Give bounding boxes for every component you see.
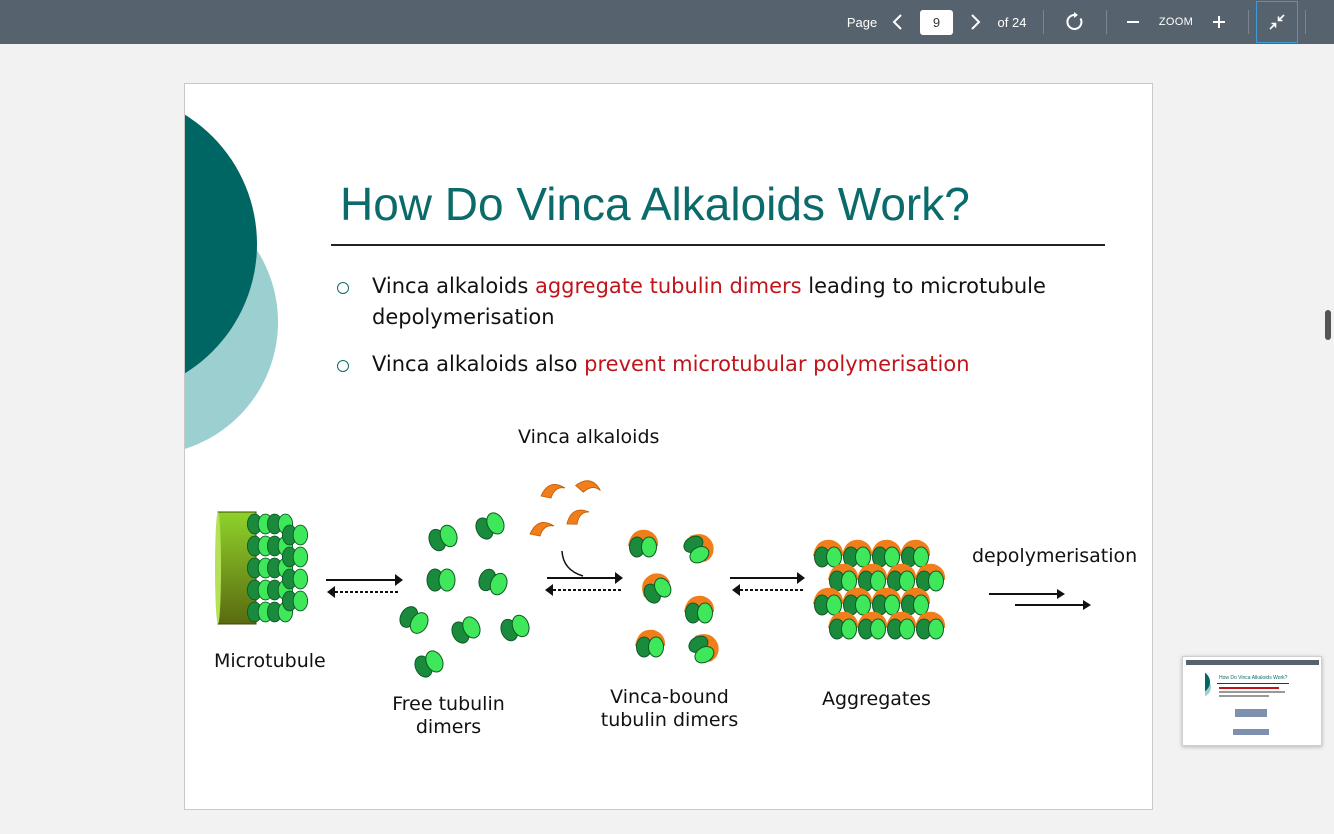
thumbnail-figure [1235,709,1267,717]
microtubule-illustration [215,512,308,624]
vinca-bound-label-line1: Vinca-bound [597,686,742,709]
page-label: Page [842,0,882,44]
vinca-bound-dimers [628,528,724,668]
zoom-out-button[interactable] [1121,0,1145,44]
thumbnail-circles [1205,669,1215,699]
bullet-1-text-start: Vinca alkaloids [372,274,535,298]
previous-page-button[interactable] [885,0,911,44]
depolymerisation-label: depolymerisation [972,545,1137,568]
bullet-2: Vinca alkaloids also prevent microtubula… [372,349,1092,380]
zoom-in-button[interactable] [1207,0,1231,44]
thumbnail-rule [1217,683,1289,684]
slide-title: How Do Vinca Alkaloids Work? [340,177,970,231]
vinca-bound-label: Vinca-bound tubulin dimers [597,686,742,732]
thumbnail-text-line [1219,687,1279,689]
bullet-marker [337,282,349,294]
free-dimers-label-line1: Free tubulin [391,693,506,716]
thumbnail-toolbar [1186,660,1319,665]
collapse-icon [1268,13,1286,31]
depolymerisation-arrows [989,589,1091,610]
bullet-2-text-start: Vinca alkaloids also [372,352,584,376]
bullet-marker [337,360,349,372]
slide-page: How Do Vinca Alkaloids Work? Vinca alkal… [184,83,1153,810]
free-dimers-label: Free tubulin dimers [391,693,506,739]
decorative-circles [185,84,305,484]
free-tubulin-dimers [396,510,532,680]
vinca-alkaloids-label: Vinca alkaloids [518,426,659,449]
thumbnail-title: How Do Vinca Alkaloids Work? [1219,675,1287,681]
vinca-bound-label-line2: tubulin dimers [597,709,742,732]
toolbar-divider [1106,10,1107,34]
next-page-button[interactable] [962,0,988,44]
thumbnail-text-line [1219,695,1269,697]
equilibrium-arrows-1 [326,574,403,598]
aggregates-label: Aggregates [822,688,931,711]
rotate-button[interactable] [1060,0,1090,44]
thumbnail-figure [1233,729,1269,735]
viewer-toolbar: Page of 24 ZOOM [0,0,1334,44]
toolbar-divider [1248,10,1249,34]
vinca-molecules [530,475,602,536]
exit-fullscreen-button[interactable] [1256,1,1298,43]
zoom-label: ZOOM [1152,0,1200,44]
plus-icon [1211,14,1227,30]
thumbnail-text-line [1219,691,1285,693]
microtubule-label: Microtubule [214,650,326,673]
free-dimers-label-line2: dimers [391,716,506,739]
mechanism-diagram [185,474,1153,694]
title-divider [331,244,1105,246]
thumbnail-slide: How Do Vinca Alkaloids Work? [1205,669,1297,739]
toolbar-divider [1043,10,1044,34]
minus-icon [1125,14,1141,30]
bullet-1-highlight: aggregate tubulin dimers [535,274,802,298]
rotate-icon [1065,12,1085,32]
page-number-input[interactable] [920,10,953,35]
scrollbar-thumb[interactable] [1325,310,1331,340]
equilibrium-arrows-3 [730,572,805,596]
total-pages-label: of 24 [993,0,1031,44]
aggregates [813,540,945,639]
chevron-right-icon [968,13,982,31]
binding-arrows [545,551,623,596]
chevron-left-icon [891,13,905,31]
page-thumbnail[interactable]: How Do Vinca Alkaloids Work? [1182,656,1322,746]
bullet-1: Vinca alkaloids aggregate tubulin dimers… [372,271,1092,333]
bullet-2-highlight: prevent microtubular polymerisation [584,352,969,376]
toolbar-divider [1305,10,1306,34]
